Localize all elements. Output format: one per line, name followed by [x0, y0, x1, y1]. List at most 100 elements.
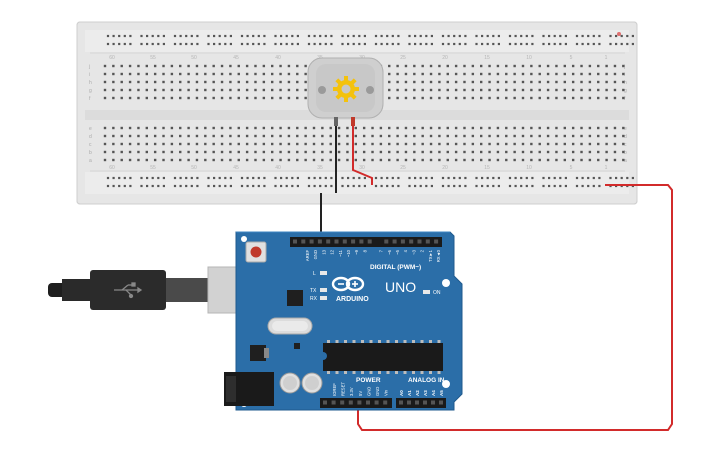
digital-pin-label: ~6	[387, 249, 392, 254]
row-letter: c	[624, 142, 627, 148]
analog-pin-label: A5	[439, 390, 444, 396]
row-letter: e	[624, 126, 627, 132]
led-rx-label: RX	[310, 296, 318, 302]
led-tx-label: TX	[310, 288, 317, 294]
digital-header[interactable]	[290, 237, 442, 247]
analog-pin-label: A1	[407, 390, 412, 396]
analog-pin-label: A3	[423, 390, 428, 396]
column-number: 15	[484, 55, 490, 61]
column-number: 25	[400, 165, 406, 171]
column-number: 50	[191, 165, 197, 171]
row-letter: f	[89, 96, 91, 102]
row-letter: h	[624, 80, 627, 86]
brand-label: ARDUINO	[336, 296, 369, 303]
column-number: 1	[605, 55, 608, 61]
row-letter: e	[89, 126, 92, 132]
column-number: 10	[526, 55, 532, 61]
column-number: 25	[400, 55, 406, 61]
arduino-logo-icon	[331, 276, 365, 292]
digital-pin-label: TX►1	[428, 249, 433, 261]
column-number: 1	[605, 165, 608, 171]
voltage-regulator	[250, 345, 266, 361]
power-pin-label: 5V	[358, 391, 363, 396]
digital-pin-label: ~11	[338, 249, 343, 256]
column-number: 45	[233, 165, 239, 171]
row-letter: a	[624, 158, 627, 164]
row-letter: f	[624, 96, 626, 102]
column-number: 55	[150, 165, 156, 171]
led-on-label: ON	[433, 290, 441, 296]
digital-pin-label: 12	[330, 249, 335, 254]
row-letter: g	[624, 88, 627, 94]
column-number: 40	[275, 55, 281, 61]
digital-pin-label: ~3	[411, 249, 416, 254]
column-number: 40	[275, 165, 281, 171]
row-letter: c	[89, 142, 92, 148]
power-pin-label: GND	[366, 387, 371, 396]
mount-hole	[442, 380, 450, 388]
digital-pin-label: AREF	[305, 250, 310, 262]
analog-header[interactable]	[396, 398, 446, 408]
digital-header-pins	[293, 239, 439, 244]
power-pin-label: GND	[375, 387, 380, 396]
row-letter: j	[88, 64, 90, 70]
row-letter: g	[89, 88, 92, 94]
motor-terminal-black[interactable]	[334, 117, 338, 126]
power-pin-label: IOREF	[332, 383, 337, 396]
digital-pin-label: 8	[362, 249, 367, 252]
gear-icon	[333, 76, 359, 102]
column-number: 5	[570, 55, 573, 61]
reset-button[interactable]	[245, 241, 267, 263]
digital-pin-label: GND	[313, 250, 318, 259]
led-tx	[320, 288, 327, 292]
motor-screw-right	[366, 86, 374, 94]
column-number: 55	[150, 55, 156, 61]
led-l	[320, 271, 327, 275]
power-label: POWER	[356, 377, 381, 384]
digital-pin-label: ~5	[395, 249, 400, 254]
top-power-rail	[85, 30, 629, 52]
usb-cable[interactable]	[48, 266, 267, 314]
analog-pin-label: A2	[415, 390, 420, 396]
row-letter: b	[89, 150, 92, 156]
column-number: 20	[442, 55, 448, 61]
capacitor-2	[301, 372, 323, 394]
digital-label: DIGITAL (PWM~)	[370, 264, 421, 271]
column-number: 35	[317, 165, 323, 171]
row-letter: i	[89, 72, 90, 78]
power-pin-label: RESET	[341, 382, 346, 396]
mount-hole	[241, 236, 247, 242]
model-label: UNO	[385, 279, 416, 295]
row-letter: d	[624, 134, 627, 140]
analog-pin-label: A4	[431, 390, 436, 396]
led-l-label: L	[313, 271, 316, 277]
column-number: 15	[484, 165, 490, 171]
dc-motor[interactable]	[307, 57, 384, 126]
wire-red-motor[interactable]	[352, 126, 373, 185]
column-number: 60	[109, 165, 115, 171]
usb-chip	[287, 290, 303, 306]
digital-pin-label: 4	[403, 249, 408, 252]
column-number: 45	[233, 55, 239, 61]
digital-pin-label: 7	[379, 249, 384, 252]
atmega-chip	[323, 340, 443, 374]
analog-label: ANALOG IN	[408, 377, 445, 384]
digital-pin-label: 2	[420, 249, 425, 252]
analog-pin-label: A0	[399, 390, 404, 396]
capacitor-1	[279, 372, 301, 394]
bottom-power-rail	[85, 172, 629, 194]
usb-icon	[114, 282, 143, 299]
power-header[interactable]	[320, 398, 392, 408]
wire-red-5v[interactable]	[357, 184, 673, 431]
row-letter: d	[89, 134, 92, 140]
mount-hole	[442, 279, 450, 287]
power-jack[interactable]	[224, 372, 274, 406]
bottom-header-pins	[323, 400, 443, 405]
motor-terminal-red[interactable]	[351, 117, 355, 126]
power-pin-label: Vin	[384, 389, 389, 396]
row-letter: h	[89, 80, 92, 86]
